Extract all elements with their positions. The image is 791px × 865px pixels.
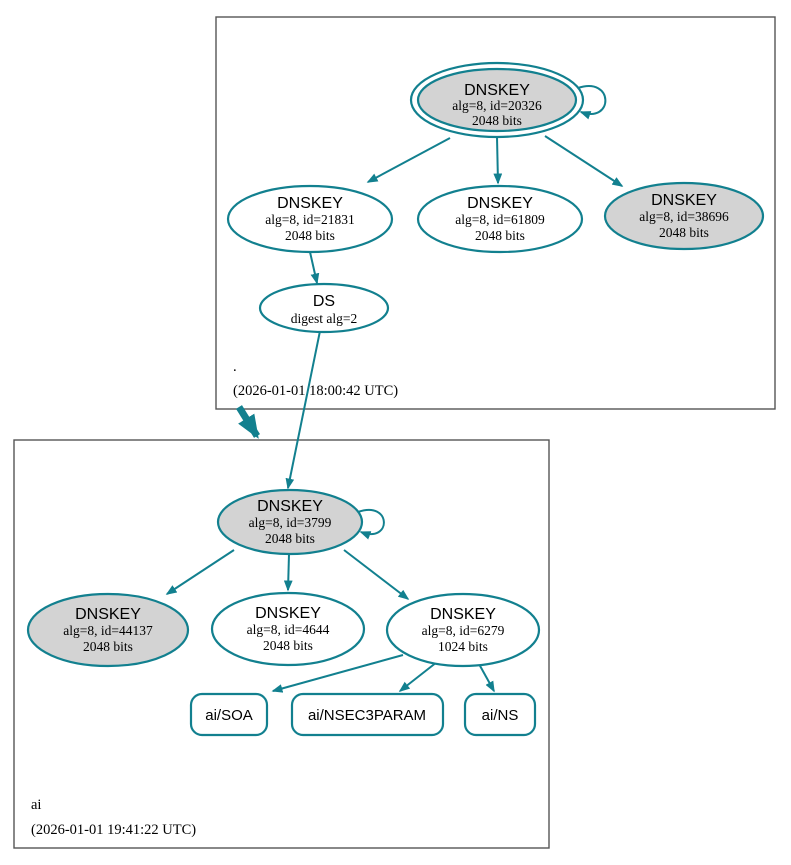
node-title: DNSKEY	[651, 192, 717, 209]
node-detail: alg=8, id=20326	[452, 98, 542, 113]
root-zone-cluster-box	[215, 16, 776, 410]
rrset-label: ai/NS	[482, 707, 519, 724]
node-detail: 2048 bits	[472, 113, 522, 128]
node-detail: 2048 bits	[659, 225, 709, 240]
dnskey-ellipse	[26, 592, 190, 668]
node-ds[interactable]: DS digest alg=2	[258, 282, 390, 334]
dnskey-ellipse	[385, 592, 541, 668]
dnskey-ellipse	[416, 184, 584, 254]
rrset-box	[189, 692, 269, 737]
dnskey-ellipse	[603, 181, 765, 251]
node-title: DNSKEY	[467, 195, 533, 212]
zone-delegation-arrow	[236, 405, 260, 439]
node-title: DNSKEY	[277, 195, 343, 212]
rrsig-edge-6279-to-soa	[271, 654, 404, 693]
node-rrset-ai-nsec3param[interactable]: ai/NSEC3PARAM	[290, 692, 445, 737]
dnskey-ellipse	[226, 184, 394, 254]
node-dnskey-44137[interactable]: DNSKEY alg=8, id=44137 2048 bits	[26, 592, 190, 668]
node-detail: 2048 bits	[263, 638, 313, 653]
rrset-box	[290, 692, 445, 737]
rrset-box	[463, 692, 537, 737]
node-detail: 2048 bits	[475, 228, 525, 243]
node-detail: alg=8, id=4644	[247, 622, 330, 637]
node-rrset-ai-soa[interactable]: ai/SOA	[189, 692, 269, 737]
ai-zone-label: ai	[31, 797, 41, 813]
dnskey-ellipse	[210, 591, 366, 667]
rrsig-edge-3799-to-6279	[343, 549, 410, 600]
rrset-label: ai/SOA	[205, 707, 253, 724]
root-zone-timestamp: (2026-01-01 18:00:42 UTC)	[233, 383, 398, 399]
node-detail: digest alg=2	[291, 311, 357, 326]
node-detail: alg=8, id=44137	[63, 623, 153, 638]
self-sign-loop-20326	[577, 85, 607, 120]
node-detail: alg=8, id=61809	[455, 212, 545, 227]
rrsig-edge-20326-to-38696	[544, 135, 624, 187]
rrsig-edge-3799-to-4644	[283, 553, 293, 592]
node-detail: 2048 bits	[265, 531, 315, 546]
node-detail: alg=8, id=6279	[422, 623, 505, 638]
node-title: DNSKEY	[75, 606, 141, 623]
node-title: DNSKEY	[257, 498, 323, 515]
ai-zone-timestamp: (2026-01-01 19:41:22 UTC)	[31, 822, 196, 838]
node-detail: 2048 bits	[83, 639, 133, 654]
node-dnskey-38696[interactable]: DNSKEY alg=8, id=38696 2048 bits	[603, 181, 765, 251]
rrsig-edge-6279-to-ns	[478, 663, 495, 693]
rrsig-edge-20326-to-21831	[366, 137, 451, 183]
node-title: DNSKEY	[255, 605, 321, 622]
dnskey-ellipse	[216, 488, 364, 556]
node-detail: alg=8, id=21831	[265, 212, 354, 227]
node-title: DS	[313, 293, 335, 310]
node-dnskey-3799-ksk[interactable]: DNSKEY alg=8, id=3799 2048 bits	[216, 488, 364, 556]
node-detail: 1024 bits	[438, 639, 488, 654]
node-dnskey-6279[interactable]: DNSKEY alg=8, id=6279 1024 bits	[385, 592, 541, 668]
self-sign-loop-3799	[357, 509, 385, 540]
node-title: DNSKEY	[430, 606, 496, 623]
node-dnskey-61809[interactable]: DNSKEY alg=8, id=61809 2048 bits	[416, 184, 584, 254]
node-dnskey-21831[interactable]: DNSKEY alg=8, id=21831 2048 bits	[226, 184, 394, 254]
node-detail: 2048 bits	[285, 228, 335, 243]
node-detail: alg=8, id=3799	[249, 515, 332, 530]
rrset-label: ai/NSEC3PARAM	[308, 707, 426, 724]
trust-anchor-inner-ring	[416, 67, 578, 133]
root-zone-label: .	[233, 359, 237, 375]
node-detail: alg=8, id=38696	[639, 209, 729, 224]
node-dnskey-4644[interactable]: DNSKEY alg=8, id=4644 2048 bits	[210, 591, 366, 667]
node-title: DNSKEY	[464, 82, 530, 99]
node-rrset-ai-ns[interactable]: ai/NS	[463, 692, 537, 737]
rrsig-edge-3799-to-44137	[165, 549, 235, 595]
ds-to-dnskey-3799-edge	[285, 330, 321, 490]
node-dnskey-20326-trust-anchor[interactable]: DNSKEY alg=8, id=20326 2048 bits	[409, 61, 585, 139]
ai-zone-cluster-box	[13, 439, 550, 849]
ds-ellipse	[258, 282, 390, 334]
edge-21831-to-ds	[309, 251, 320, 285]
rrsig-edge-6279-to-nsec3param	[398, 661, 438, 692]
rrsig-edge-20326-to-61809	[493, 136, 503, 185]
